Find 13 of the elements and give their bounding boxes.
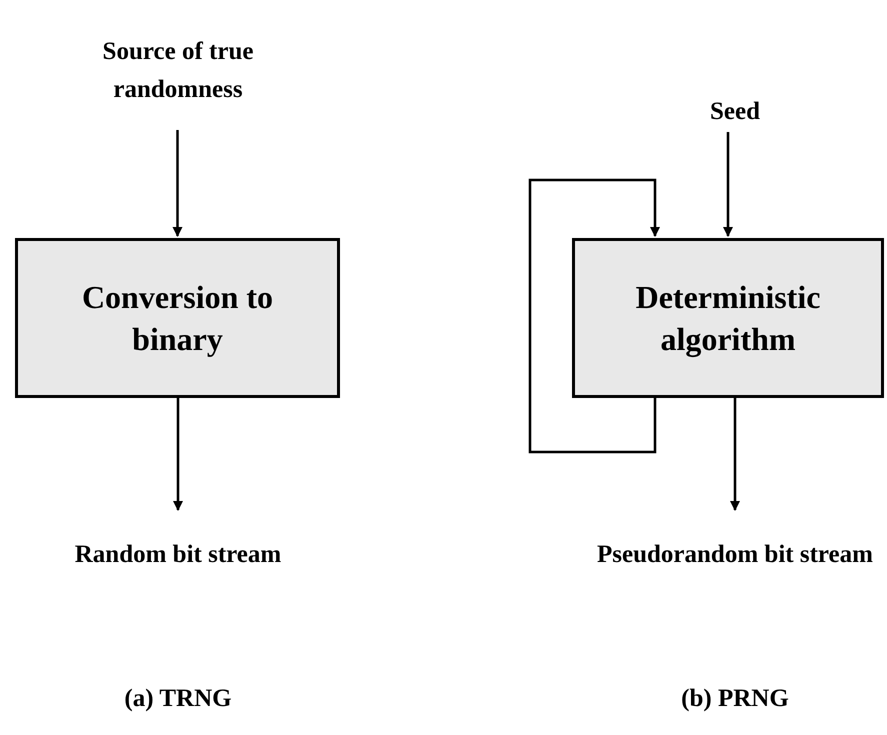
node-label: Random bit stream xyxy=(58,512,298,597)
node-label: Source of true randomness xyxy=(58,12,298,130)
arrow xyxy=(528,178,660,454)
node-label: Seed xyxy=(655,92,815,132)
caption-label: (b) PRNG xyxy=(680,684,790,714)
arrow xyxy=(723,132,733,237)
process-box: Conversion to binary xyxy=(15,238,340,398)
arrow xyxy=(730,398,740,511)
node-label: Pseudorandom bit stream xyxy=(595,512,875,597)
arrow xyxy=(172,130,182,237)
arrow xyxy=(173,398,183,511)
caption-label: (a) TRNG xyxy=(123,684,233,714)
process-box: Deterministic algorithm xyxy=(572,238,884,398)
